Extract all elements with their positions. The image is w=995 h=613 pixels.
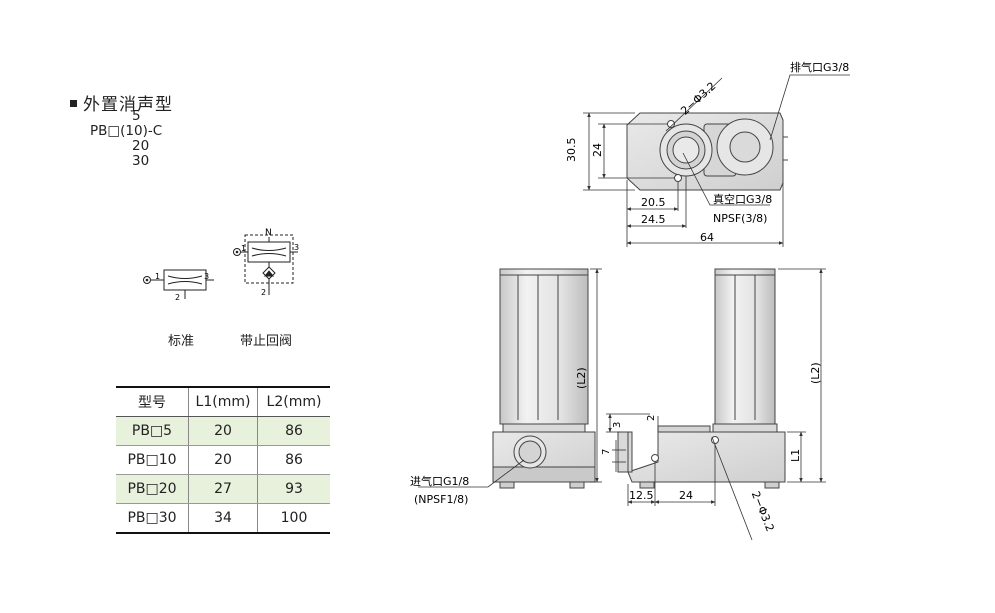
col-header-l2: L2(mm) [257, 386, 330, 417]
standard-symbol [143, 269, 214, 299]
cell-model: PB□5 [116, 416, 189, 446]
supply-port-label: 进气口G1/8 [410, 474, 469, 488]
check-valve-symbol [233, 234, 298, 295]
vacuum-port-alt-label: NPSF(3/8) [713, 212, 767, 225]
front-l2-label: (L2) [575, 367, 588, 389]
cell-l1: 20 [188, 445, 258, 475]
dim-2: 2 [646, 415, 657, 421]
dim-12-5: 12.5 [629, 489, 654, 502]
std-port-3: 3 [204, 272, 209, 281]
vacuum-port-label: 真空口G3/8 [713, 192, 772, 206]
table-row: PB□10 20 86 [116, 445, 330, 475]
l1-label: L1 [789, 449, 802, 462]
col-header-l1: L1(mm) [188, 386, 258, 417]
dim-24-5: 24.5 [641, 213, 666, 226]
cell-l1: 27 [188, 474, 258, 504]
front-view-dims [418, 268, 602, 488]
mount-holes-side-label: 2−Φ3.2 [749, 489, 777, 533]
check-port-n: N [265, 228, 272, 238]
mount-holes-top-label: 2−Φ3.2 [678, 80, 718, 118]
check-valve-label: 带止回阀 [240, 334, 293, 349]
dim-24-h: 24 [679, 489, 693, 502]
cell-l1: 34 [188, 503, 258, 534]
check-port-2: 2 [261, 288, 266, 297]
cell-l2: 86 [257, 445, 330, 475]
std-port-2: 2 [175, 293, 180, 302]
dim-24-v: 24 [591, 143, 604, 157]
bullet-square-icon [70, 99, 77, 107]
dim-7: 7 [601, 449, 612, 455]
side-l2-label: (L2) [809, 362, 822, 384]
table-header-row: 型号 L1(mm) L2(mm) [116, 386, 330, 417]
spec-table: 型号 L1(mm) L2(mm) PB□5 20 86 PB□10 20 86 … [116, 386, 330, 534]
model-code: PB□(10)-C [90, 123, 163, 139]
cell-l2: 86 [257, 416, 330, 446]
table-row: PB□20 27 93 [116, 474, 330, 504]
std-port-1: 1 [155, 272, 160, 281]
exhaust-port-label: 排气口G3/8 [790, 60, 849, 74]
model-option-20: 20 [132, 138, 150, 154]
check-port-3: 3 [294, 243, 299, 252]
model-option-5: 5 [132, 108, 141, 124]
dim-20-5: 20.5 [641, 196, 666, 209]
section-title: 外置消声型 [70, 90, 173, 115]
front-view [492, 268, 596, 489]
cell-l2: 93 [257, 474, 330, 504]
side-view-dims [606, 268, 826, 541]
cell-l1: 20 [188, 416, 258, 446]
cell-model: PB□20 [116, 474, 189, 504]
standard-label: 标准 [168, 334, 195, 349]
col-header-model: 型号 [116, 386, 189, 417]
model-option-30: 30 [132, 153, 150, 169]
dim-3: 3 [612, 422, 623, 428]
cell-l2: 100 [257, 503, 330, 534]
cell-model: PB□30 [116, 503, 189, 534]
table-row: PB□5 20 86 [116, 416, 330, 446]
dim-30-5: 30.5 [565, 138, 578, 163]
dim-64: 64 [700, 231, 714, 244]
side-view [617, 268, 786, 489]
check-port-1: 1 [241, 244, 246, 253]
pneumatic-symbols: 1 3 2 N 1 3 2 [143, 228, 299, 302]
table-row: PB□30 34 100 [116, 503, 330, 534]
cell-model: PB□10 [116, 445, 189, 475]
supply-port-alt-label: (NPSF1/8) [414, 493, 468, 506]
top-view-dims [583, 74, 850, 247]
top-view [626, 112, 788, 191]
section-title-text: 外置消声型 [83, 95, 173, 115]
